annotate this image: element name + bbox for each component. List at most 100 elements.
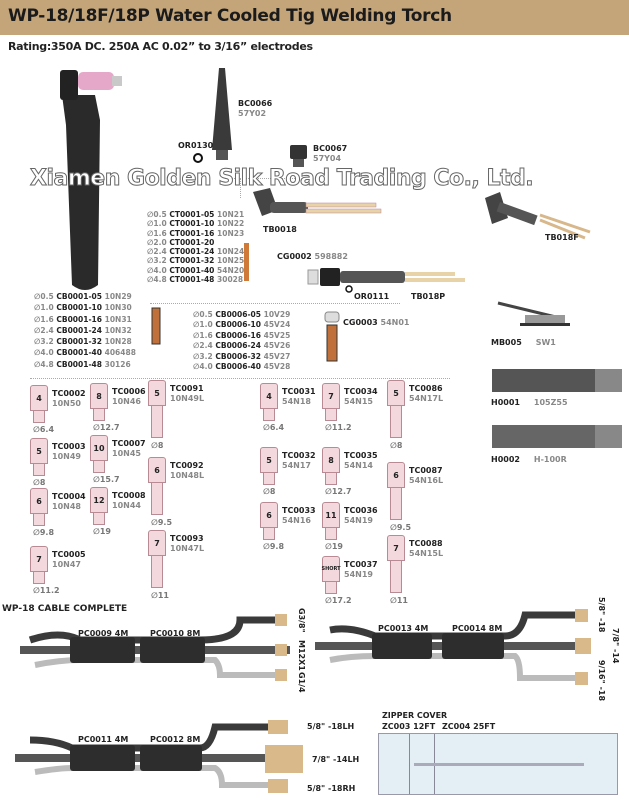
list-item: ∅4.0 CB0001-40 406488 xyxy=(34,348,136,358)
ceramic-cup: 5 xyxy=(30,438,48,476)
cup-neck xyxy=(390,406,402,438)
ceramic-cup: 6 xyxy=(387,462,405,520)
ceramic-cup: 8 xyxy=(90,383,108,421)
cup-diameter: ∅11 xyxy=(390,596,408,605)
cup-diameter: ∅9.5 xyxy=(390,523,412,532)
cup-diameter: ∅6.4 xyxy=(263,423,285,432)
back-cap-short-icon xyxy=(290,145,307,167)
list-item: ∅4.0 CB0006-40 45V28 xyxy=(193,362,291,372)
fitting-label: M12X1 xyxy=(297,640,306,671)
part-label-tb018p: TB018P xyxy=(411,292,446,301)
cable-label: PC0009 4M xyxy=(78,629,129,638)
cup-neck xyxy=(151,556,163,588)
zipper-cover-12ft: ZC003 12FT xyxy=(382,722,436,731)
cup-diameter: ∅9.8 xyxy=(33,528,55,537)
cup-size: 4 xyxy=(260,383,278,409)
cup-size: 5 xyxy=(387,380,405,406)
cup-neck xyxy=(263,473,275,485)
cup-size: SHORT xyxy=(321,556,341,582)
ceramic-cup: 12 xyxy=(90,487,108,525)
list-item: ∅2.4 CB0001-24 10N32 xyxy=(34,325,132,335)
cable-label: PC0013 4M xyxy=(378,624,429,633)
fitting-label: 7/8" -14 xyxy=(611,628,620,664)
cup-size: 7 xyxy=(30,546,48,572)
list-item: ∅4.0 CT0001-40 54N20 xyxy=(147,265,245,275)
cup-neck xyxy=(33,411,45,423)
torch-body-tb0018-icon xyxy=(253,188,382,216)
part-label-tb018f: TB018F xyxy=(545,233,579,242)
ceramic-cup: SHORT xyxy=(321,556,341,594)
hose-ribbed-icon xyxy=(492,425,622,448)
ceramic-cup: 7 xyxy=(148,530,166,588)
list-item: ∅2.0 CT0001-20 xyxy=(147,237,215,247)
cup-size: 4 xyxy=(30,385,48,411)
cable-assembly-c-icon xyxy=(15,720,303,793)
connector-line xyxy=(150,303,400,304)
cup-neck xyxy=(263,528,275,540)
ceramic-cup: 5 xyxy=(260,447,278,485)
list-item: ∅1.6 CB0001-16 10N31 xyxy=(34,314,132,324)
cup-size: 12 xyxy=(90,487,108,513)
cup-size: 6 xyxy=(148,457,166,483)
collet-icon xyxy=(244,243,249,281)
cup-neck xyxy=(33,464,45,476)
gas-lens-icon xyxy=(324,311,340,362)
cup-diameter: ∅6.4 xyxy=(33,425,55,434)
fitting-label: 5/8" -18RH xyxy=(307,784,356,793)
list-item: ∅1.0 CB0006-10 45V24 xyxy=(193,320,291,330)
back-cap-long-icon xyxy=(212,68,232,160)
part-label-or0130: OR0130 xyxy=(178,141,214,150)
fitting-label: 9/16" -18 xyxy=(597,660,606,702)
connector-line xyxy=(30,378,450,379)
part-label-or0111: OR0111 xyxy=(354,292,390,301)
cup-diameter: ∅19 xyxy=(325,542,343,551)
cup-diameter: ∅8 xyxy=(151,441,164,450)
cable-label: PC0011 4M xyxy=(78,735,129,744)
zipper-cover-25ft: ZC004 25FT xyxy=(442,722,496,731)
cable-assembly-a-icon xyxy=(20,614,290,681)
cup-size: 5 xyxy=(30,438,48,464)
cup-neck xyxy=(33,572,45,584)
cup-size: 7 xyxy=(322,383,340,409)
ceramic-cup: 8 xyxy=(322,447,340,485)
part-label-h0002: H0002 H-100R xyxy=(491,455,567,464)
part-label-mb005: MB005 SW1 xyxy=(491,338,556,347)
cup-neck xyxy=(325,528,337,540)
connector-line xyxy=(240,178,241,198)
title-bar xyxy=(0,0,629,35)
cup-size: 11 xyxy=(322,502,340,528)
collet-body-list: ∅0.5 CB0001-05 10N29 ∅1.0 CB0001-10 10N3… xyxy=(34,291,136,370)
list-item: ∅2.4 CT0001-24 10N24 xyxy=(147,247,245,257)
gas-lens-list: ∅0.5 CB0006-05 10V29 ∅1.0 CB0006-10 45V2… xyxy=(193,310,290,372)
cup-size: 10 xyxy=(90,435,108,461)
cup-size: 8 xyxy=(90,383,108,409)
cup-neck xyxy=(151,483,163,515)
cup-neck xyxy=(325,409,337,421)
torch-body-tb018f-icon xyxy=(485,192,591,240)
cable-assembly-b-icon xyxy=(315,609,591,685)
cup-diameter: ∅11.2 xyxy=(33,586,60,595)
cup-size: 6 xyxy=(387,462,405,488)
torch-handle-icon xyxy=(60,70,122,290)
fitting-label: 5/8" -18 xyxy=(597,597,606,633)
cup-neck xyxy=(93,461,105,473)
cup-size: 7 xyxy=(387,535,405,561)
cup-neck xyxy=(263,409,275,421)
cup-size: 6 xyxy=(260,502,278,528)
hose-braided-icon xyxy=(492,369,622,392)
part-label-tb0018: TB0018 xyxy=(263,225,297,234)
o-ring-icon xyxy=(193,153,203,163)
